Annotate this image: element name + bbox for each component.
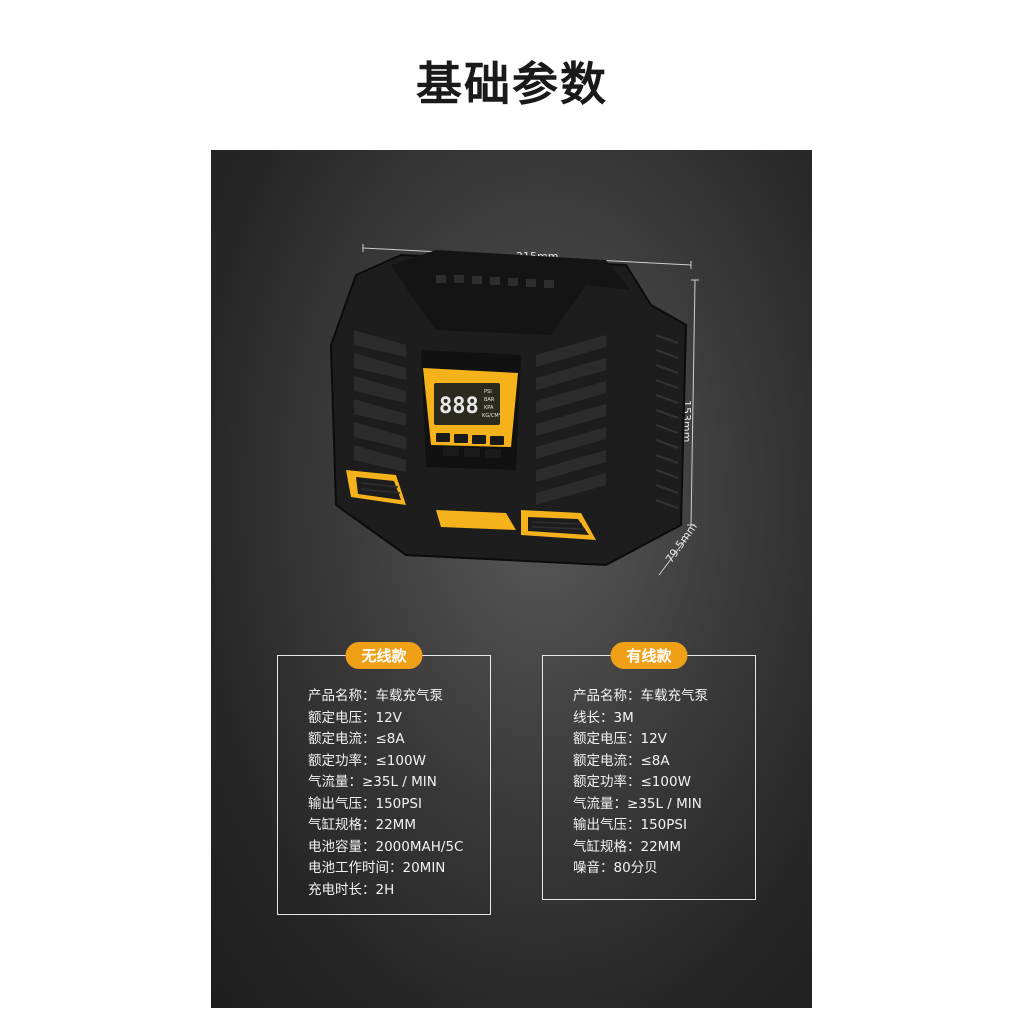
page-title: 基础参数 (416, 57, 608, 111)
air-pump-illustration: 888 PSI BAR KPA KG/CM² (329, 250, 688, 567)
lcd-digits: 888 (439, 394, 479, 419)
spec-item: 电池工作时间：20MIN (308, 860, 446, 876)
spec-item: 气缸规格：22MM (573, 838, 681, 855)
spec-item: 额定电流：≤8A (573, 752, 670, 769)
spec-item: 噪音：80分贝 (573, 860, 658, 876)
spec-item: 气缸规格：22MM (308, 817, 416, 833)
product-photo-panel: 215mm 153mm 79.5mm (211, 150, 812, 1008)
wired-tag: 有线款 (610, 642, 688, 669)
unit-bar: BAR (484, 397, 495, 403)
spec-item: 线长：3M (573, 709, 634, 726)
spec-item: 产品名称：车载充气泵 (308, 688, 443, 704)
spec-item: 气流量：≥35L / MIN (308, 774, 437, 790)
wired-spec-list: 产品名称：车载充气泵 线长：3M 额定电压：12V 额定电流：≤8A 额定功率：… (573, 686, 708, 880)
spec-item: 气流量：≥35L / MIN (573, 795, 702, 812)
spec-item: 产品名称：车载充气泵 (573, 688, 708, 704)
unit-kgcm: KG/CM² (482, 413, 501, 419)
spec-item: 输出气压：150PSI (308, 795, 422, 812)
spec-item: 输出气压：150PSI (573, 817, 687, 833)
spec-item: 额定功率：≤100W (573, 774, 691, 790)
spec-item: 额定电压：12V (308, 709, 402, 726)
wired-spec-box: 有线款 产品名称：车载充气泵 线长：3M 额定电压：12V 额定电流：≤8A 额… (542, 642, 756, 900)
unit-kpa: KPA (484, 405, 494, 411)
spec-item: 电池容量：2000MAH/5C (308, 838, 464, 855)
unit-psi: PSI (484, 389, 492, 395)
wireless-spec-box: 无线款 产品名称：车载充气泵 额定电压：12V 额定电流：≤8A 额定功率：≤1… (277, 642, 491, 915)
spec-item: 额定功率：≤100W (308, 752, 426, 769)
spec-item: 充电时长：2H (308, 881, 395, 898)
spec-item: 额定电压：12V (573, 731, 667, 747)
wireless-spec-list: 产品名称：车载充气泵 额定电压：12V 额定电流：≤8A 额定功率：≤100W … (308, 686, 463, 901)
spec-item: 额定电流：≤8A (308, 731, 405, 747)
wireless-tag: 无线款 (345, 642, 423, 669)
